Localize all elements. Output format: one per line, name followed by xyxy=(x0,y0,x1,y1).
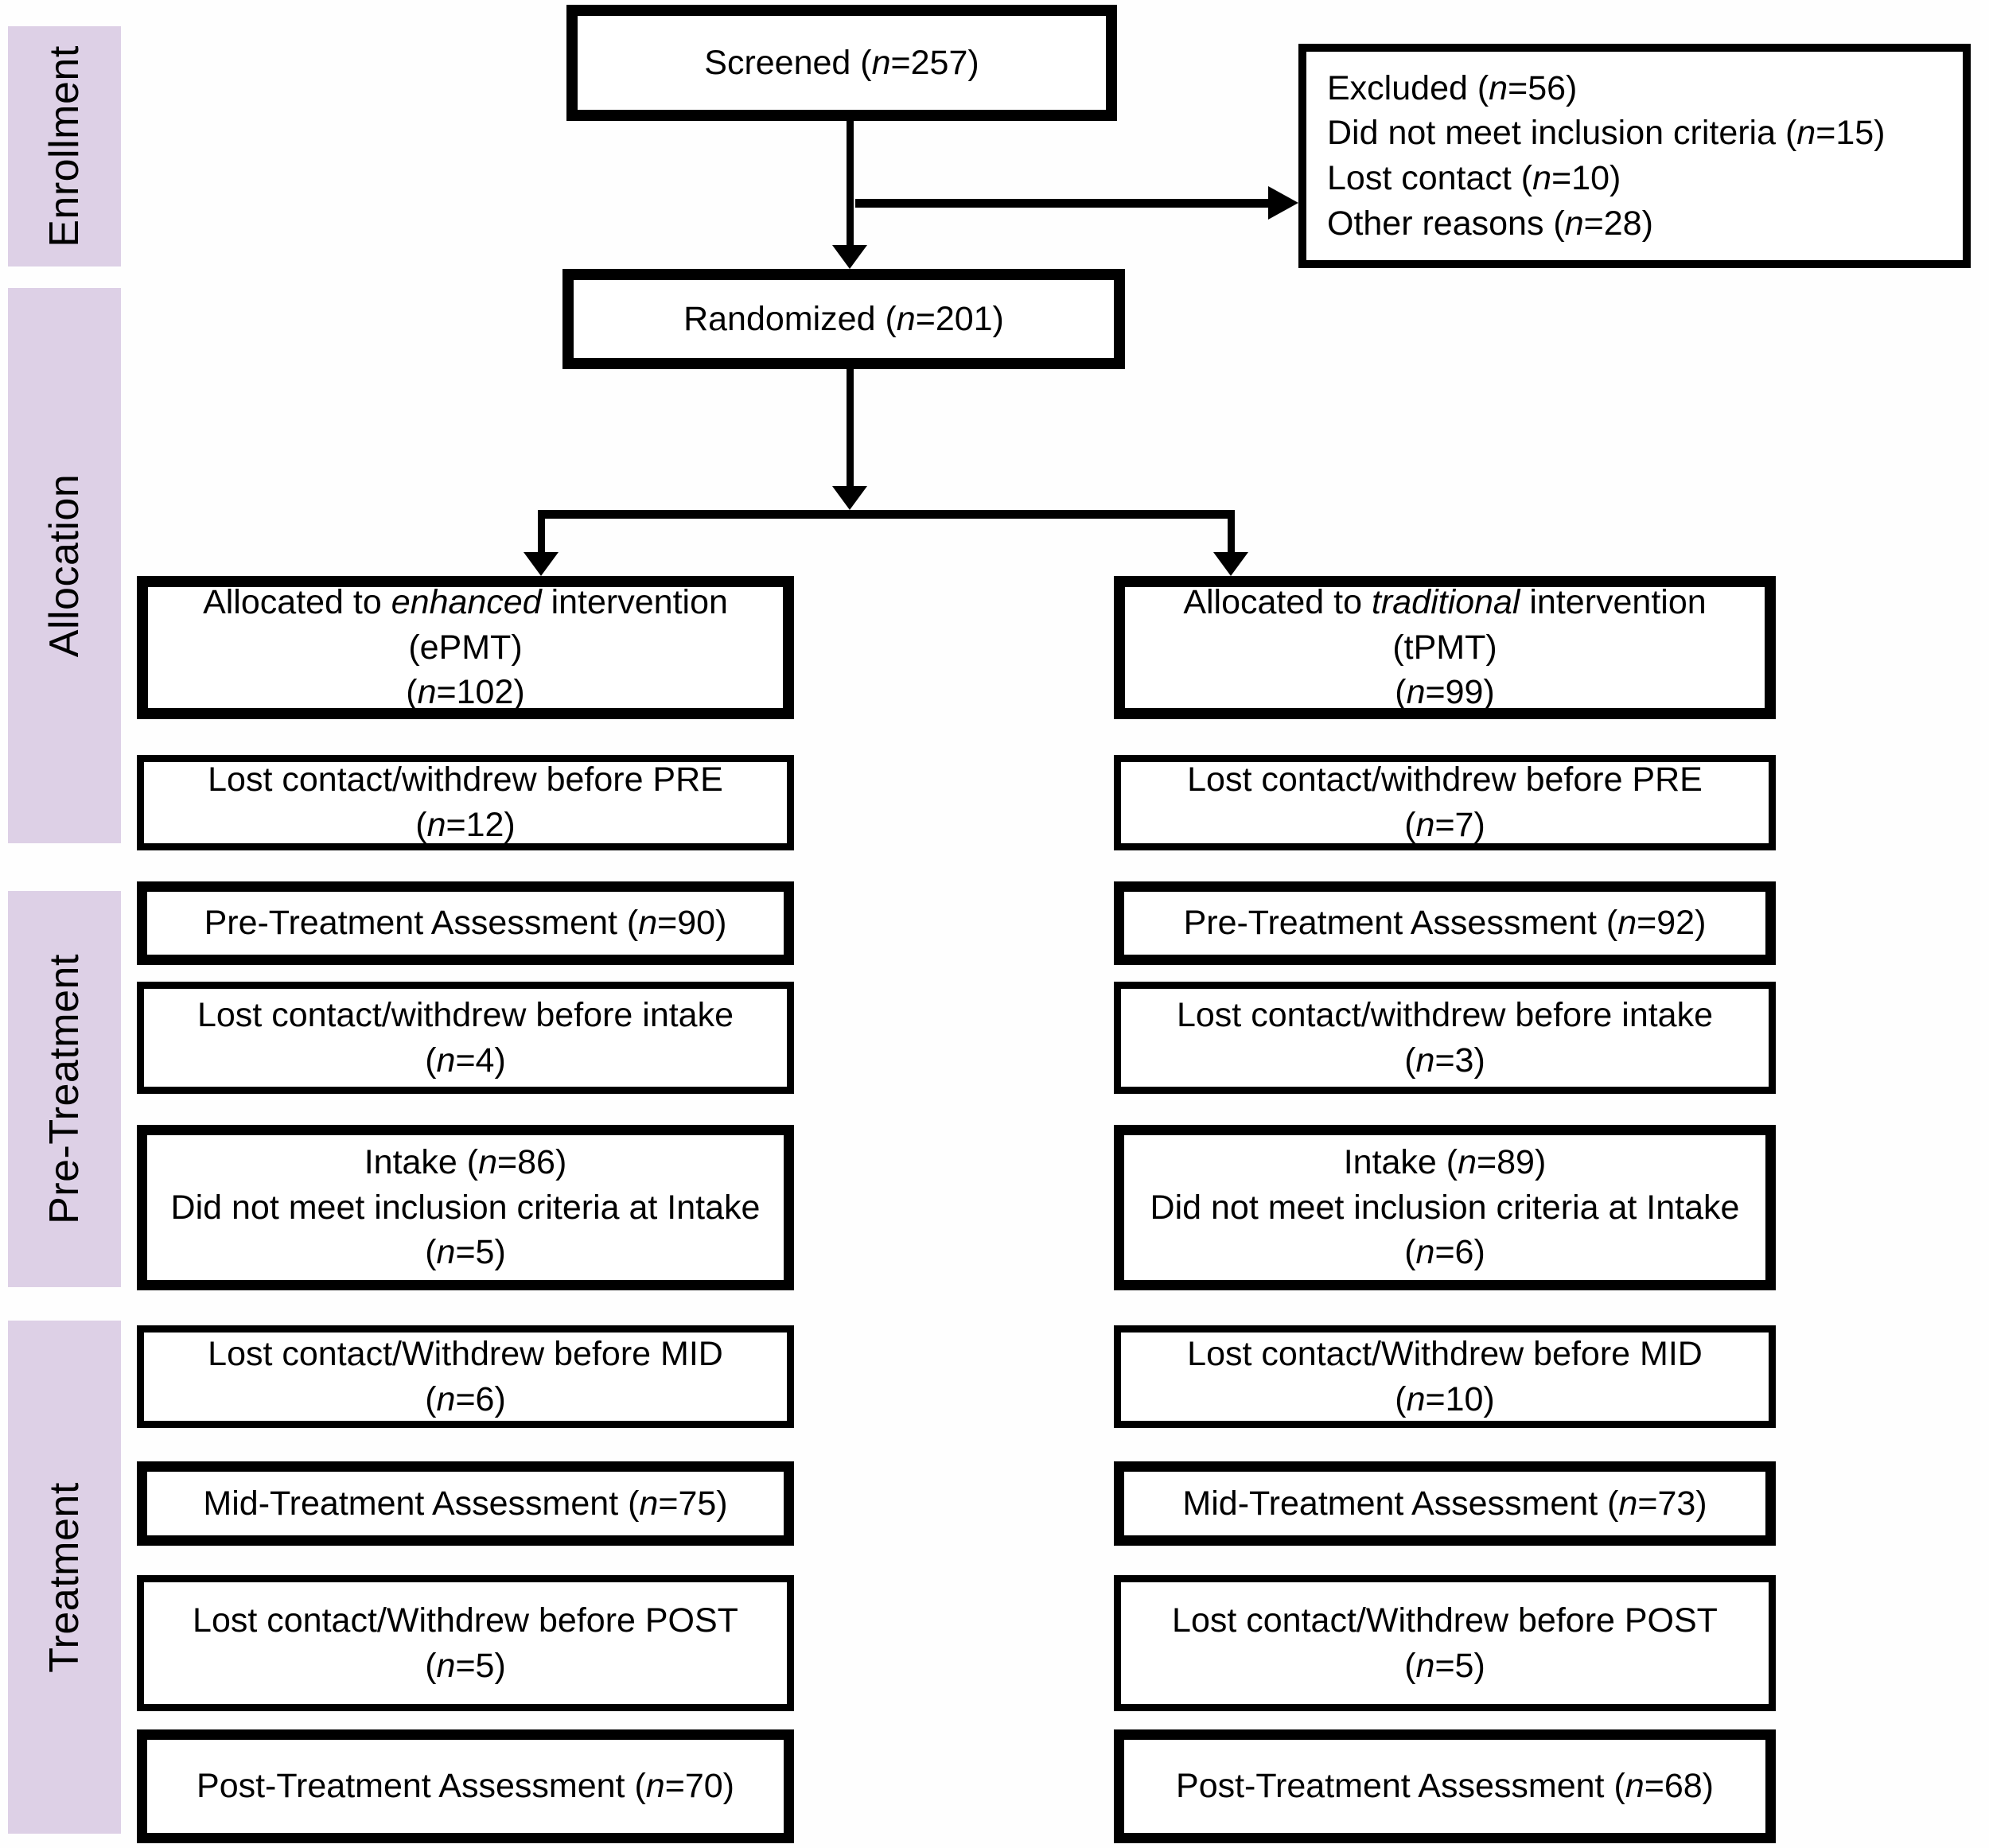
box-epmt-mid-treatment-assessment: Mid-Treatment Assessment (n=75) xyxy=(137,1461,794,1546)
stage-label-enrollment: Enrollment xyxy=(41,45,88,247)
box-epmt-intake: Intake (n=86)Did not meet inclusion crit… xyxy=(137,1125,794,1290)
connector-to-excluded xyxy=(855,199,1268,208)
box-epmt-lost-before-post: Lost contact/Withdrew before POST(n=5) xyxy=(137,1575,794,1711)
stage-label-allocation: Allocation xyxy=(41,473,88,658)
connector-split-horizontal xyxy=(538,510,1235,519)
box-screened: Screened (n=257) xyxy=(566,5,1117,121)
stage-label-pre-treatment: Pre-Treatment xyxy=(41,954,88,1224)
box-allocated-tpmt: Allocated to traditional intervention(tP… xyxy=(1114,576,1776,719)
stage-label-treatment: Treatment xyxy=(41,1481,88,1673)
stage-bar-enrollment: Enrollment xyxy=(8,26,121,267)
box-excluded: Excluded (n=56)Did not meet inclusion cr… xyxy=(1298,44,1971,268)
box-epmt-lost-before-mid: Lost contact/Withdrew before MID(n=6) xyxy=(137,1325,794,1428)
arrowhead-randomized xyxy=(832,245,867,269)
box-tpmt-lost-before-mid: Lost contact/Withdrew before MID(n=10) xyxy=(1114,1325,1776,1428)
box-epmt-post-treatment-assessment: Post-Treatment Assessment (n=70) xyxy=(137,1729,794,1843)
box-tpmt-post-treatment-assessment: Post-Treatment Assessment (n=68) xyxy=(1114,1729,1776,1843)
box-allocated-epmt: Allocated to enhanced intervention(ePMT)… xyxy=(137,576,794,719)
connector-drop-right-arm xyxy=(1228,510,1235,552)
arrowhead-split-junction xyxy=(832,486,867,510)
stage-bar-allocation: Allocation xyxy=(8,288,121,843)
box-epmt-lost-before-intake: Lost contact/withdrew before intake(n=4) xyxy=(137,982,794,1094)
connector-randomized-to-split xyxy=(847,368,854,486)
arrowhead-excluded xyxy=(1268,186,1298,220)
box-randomized: Randomized (n=201) xyxy=(562,269,1125,369)
box-tpmt-lost-before-pre: Lost contact/withdrew before PRE(n=7) xyxy=(1114,755,1776,850)
box-tpmt-lost-before-post: Lost contact/Withdrew before POST(n=5) xyxy=(1114,1575,1776,1711)
arrowhead-left-arm xyxy=(524,552,559,576)
box-tpmt-lost-before-intake: Lost contact/withdrew before intake(n=3) xyxy=(1114,982,1776,1094)
connector-screened-to-randomized xyxy=(847,119,854,245)
arrowhead-right-arm xyxy=(1213,552,1248,576)
box-epmt-lost-before-pre: Lost contact/withdrew before PRE(n=12) xyxy=(137,755,794,850)
connector-drop-left-arm xyxy=(538,510,545,552)
stage-bar-pre-treatment: Pre-Treatment xyxy=(8,891,121,1287)
box-tpmt-mid-treatment-assessment: Mid-Treatment Assessment (n=73) xyxy=(1114,1461,1776,1546)
box-tpmt-intake: Intake (n=89)Did not meet inclusion crit… xyxy=(1114,1125,1776,1290)
box-epmt-pre-treatment-assessment: Pre-Treatment Assessment (n=90) xyxy=(137,881,794,965)
stage-bar-treatment: Treatment xyxy=(8,1321,121,1834)
box-tpmt-pre-treatment-assessment: Pre-Treatment Assessment (n=92) xyxy=(1114,881,1776,965)
